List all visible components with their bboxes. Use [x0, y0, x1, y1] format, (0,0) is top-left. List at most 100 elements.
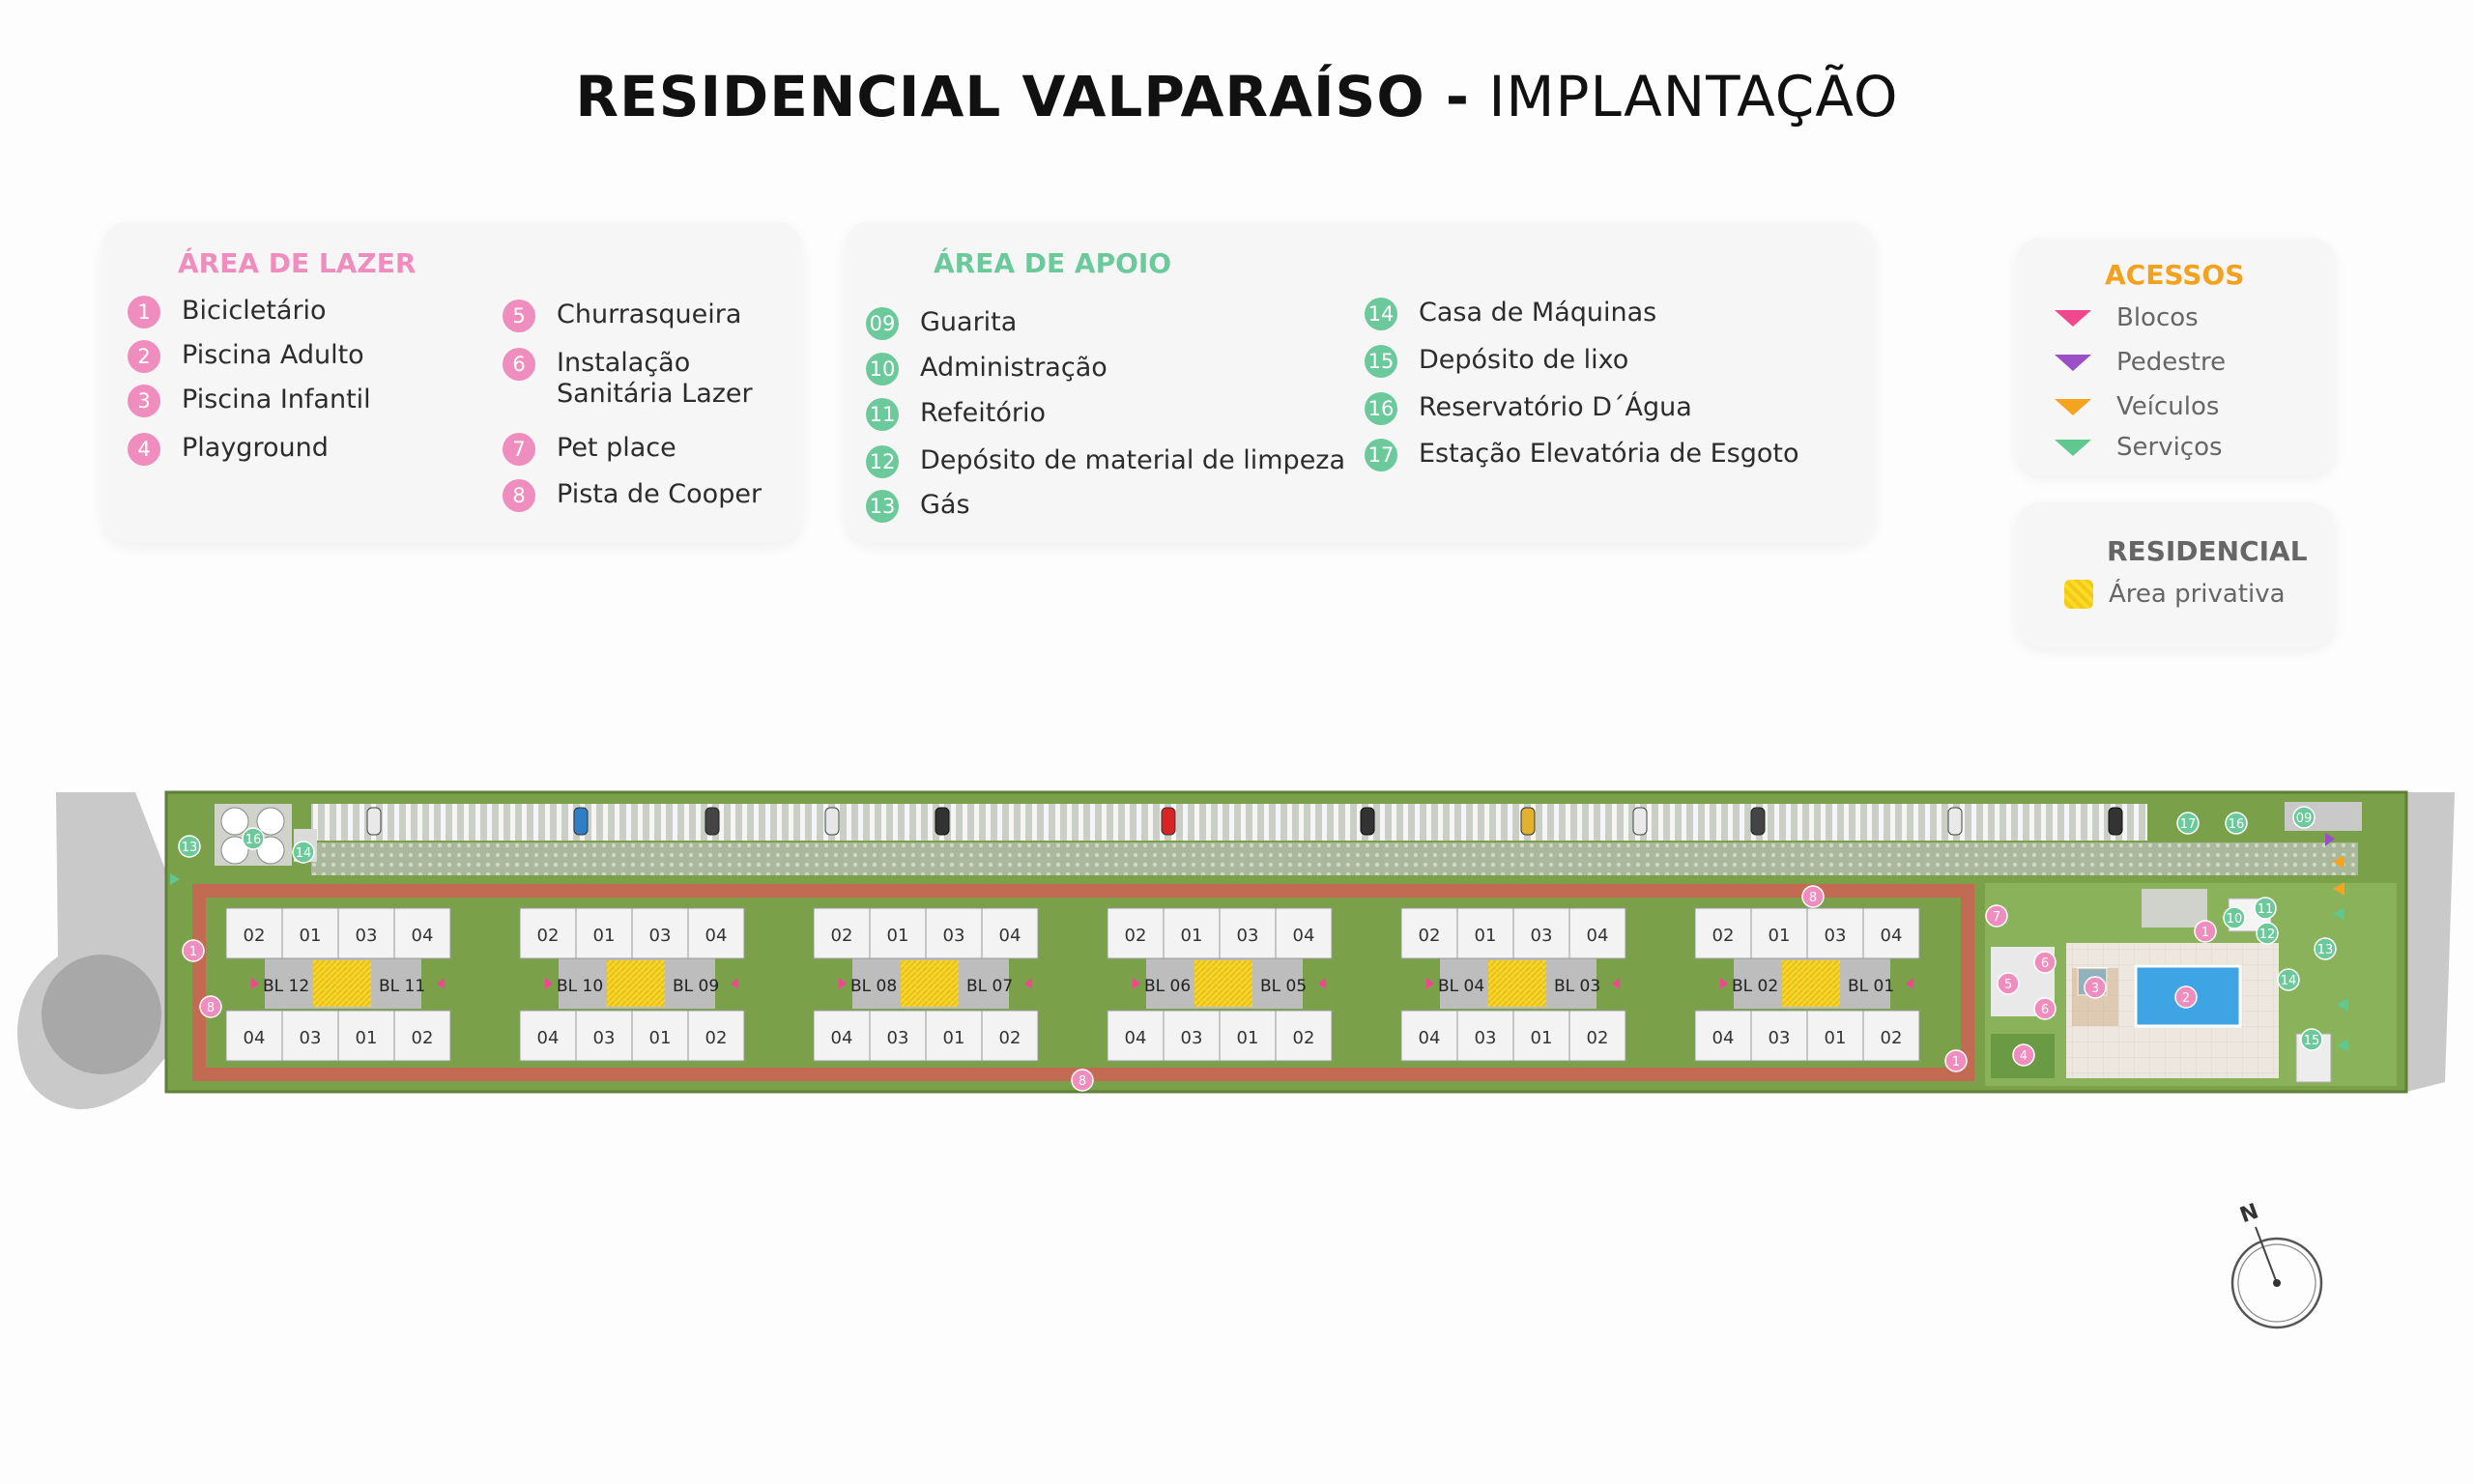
unit-number: 01 [300, 926, 322, 946]
access-blocos-icon [1318, 978, 1326, 989]
unit [1456, 1010, 1514, 1062]
access-pedestre: Pedestre [2055, 348, 2226, 377]
access-blocos-icon [1133, 978, 1140, 989]
unit [575, 1010, 633, 1062]
map-marker-icon [2012, 1043, 2035, 1067]
legend-label: Depósito de lixo [1419, 345, 1629, 375]
access-servicos-icon-left [170, 873, 180, 885]
legend-label: Estação Elevatória de Esgoto [1419, 439, 1799, 469]
legend-label: Administração [920, 353, 1108, 383]
unit [1568, 907, 1626, 959]
legend-label: Instalação Sanitária Lazer [557, 348, 753, 409]
marker-icon: 3 [128, 385, 160, 417]
legend-label: Gás [920, 490, 970, 520]
map-marker-label: 13 [182, 841, 198, 855]
unit-number: 04 [412, 926, 434, 946]
unit-number: 03 [1475, 1028, 1497, 1048]
map-marker-icon [2225, 812, 2248, 835]
map-marker-label: 6 [2041, 956, 2049, 971]
private-area [1488, 960, 1546, 1007]
map-marker-label: 2 [2182, 991, 2190, 1006]
access-blocos-icon [1906, 978, 1913, 989]
marker-icon: 4 [128, 433, 160, 466]
marker-icon: 14 [1365, 298, 1397, 330]
unit-number: 02 [1125, 926, 1147, 946]
unit-number: 03 [300, 1028, 322, 1048]
map-marker-icon [2292, 806, 2316, 829]
legend-label: Pet place [557, 433, 676, 463]
map-marker-icon [2174, 985, 2198, 1009]
right-road [2397, 792, 2455, 1092]
marker-icon: 12 [866, 445, 899, 478]
unit-number: 03 [1237, 926, 1259, 946]
map-marker-label: 1 [189, 945, 197, 959]
map-marker-icon [2176, 812, 2200, 835]
unit [1400, 907, 1458, 959]
access-label: Pedestre [2116, 348, 2227, 377]
marker-icon: 7 [503, 433, 535, 466]
lazer-item-3: 3 Piscina Infantil [128, 385, 371, 417]
parked-cars [366, 807, 2123, 923]
access-blocos-icon [1426, 978, 1434, 989]
legend-label: Piscina Adulto [182, 340, 364, 370]
legend-label: Reservatório D´Água [1419, 392, 1692, 422]
lazer-title: ÁREA DE LAZER [178, 247, 417, 279]
unit-number: 03 [356, 926, 378, 946]
access-blocos-icon [251, 978, 259, 989]
private-area [1194, 960, 1252, 1007]
unit-number: 03 [943, 926, 965, 946]
map-marker-label: 5 [2004, 978, 2012, 992]
map-marker-icon [1801, 885, 1825, 908]
lazer-item-5: 5 Churrasqueira [503, 300, 741, 332]
unit-number: 03 [1825, 926, 1847, 946]
map-marker-icon [182, 939, 205, 962]
internal-road [311, 842, 2283, 875]
unit-number: 03 [887, 1028, 909, 1048]
private-area [901, 960, 959, 1007]
access-servicos-icon-3 [2337, 1039, 2348, 1052]
yellow-hatch-icon [2064, 580, 2093, 609]
unit-number: 01 [1181, 926, 1203, 946]
map-marker-label: 11 [2258, 902, 2274, 917]
unit-number: 03 [1531, 926, 1553, 946]
map-marker-label: 16 [245, 833, 262, 847]
block-label: BL 07 [966, 977, 1013, 996]
access-blocos-icon [437, 978, 445, 989]
unit-number: 01 [649, 1028, 672, 1048]
access-servicos-icon-2 [2337, 998, 2348, 1012]
access-veiculos-icon [2333, 855, 2345, 869]
unit-number: 03 [593, 1028, 616, 1048]
unit-number: 01 [887, 926, 909, 946]
map-marker-icon [2194, 920, 2217, 943]
map-marker-icon [2256, 922, 2279, 945]
residencial-title: RESIDENCIAL [2107, 535, 2308, 567]
access-label: Blocos [2116, 303, 2199, 332]
unit [925, 907, 983, 959]
roundabout-road [17, 792, 169, 1110]
marker-icon: 11 [866, 398, 899, 431]
map-marker-icon [242, 827, 265, 850]
map-marker-icon [2277, 968, 2300, 991]
unit [813, 907, 871, 959]
block-label: BL 05 [1260, 977, 1307, 996]
apoio-item-13: 13 Gás [866, 490, 970, 523]
block-label: BL 06 [1144, 977, 1191, 996]
apoio-item-15: 15 Depósito de lixo [1365, 345, 1628, 378]
unit-number: 04 [999, 926, 1021, 946]
unit-number: 04 [1587, 926, 1609, 946]
unit-number: 01 [943, 1028, 965, 1048]
unit-number: 04 [831, 1028, 853, 1048]
legend-residencial-card: RESIDENCIAL Área privativa [2016, 502, 2335, 647]
legend-label: Casa de Máquinas [1419, 298, 1657, 328]
lazer-item-1: 1 Bicicletário [128, 296, 327, 328]
marker-icon: 6 [503, 348, 535, 381]
marker-icon: 17 [1365, 439, 1397, 471]
apoio-item-14: 14 Casa de Máquinas [1365, 298, 1656, 330]
unit [1694, 1010, 1752, 1062]
